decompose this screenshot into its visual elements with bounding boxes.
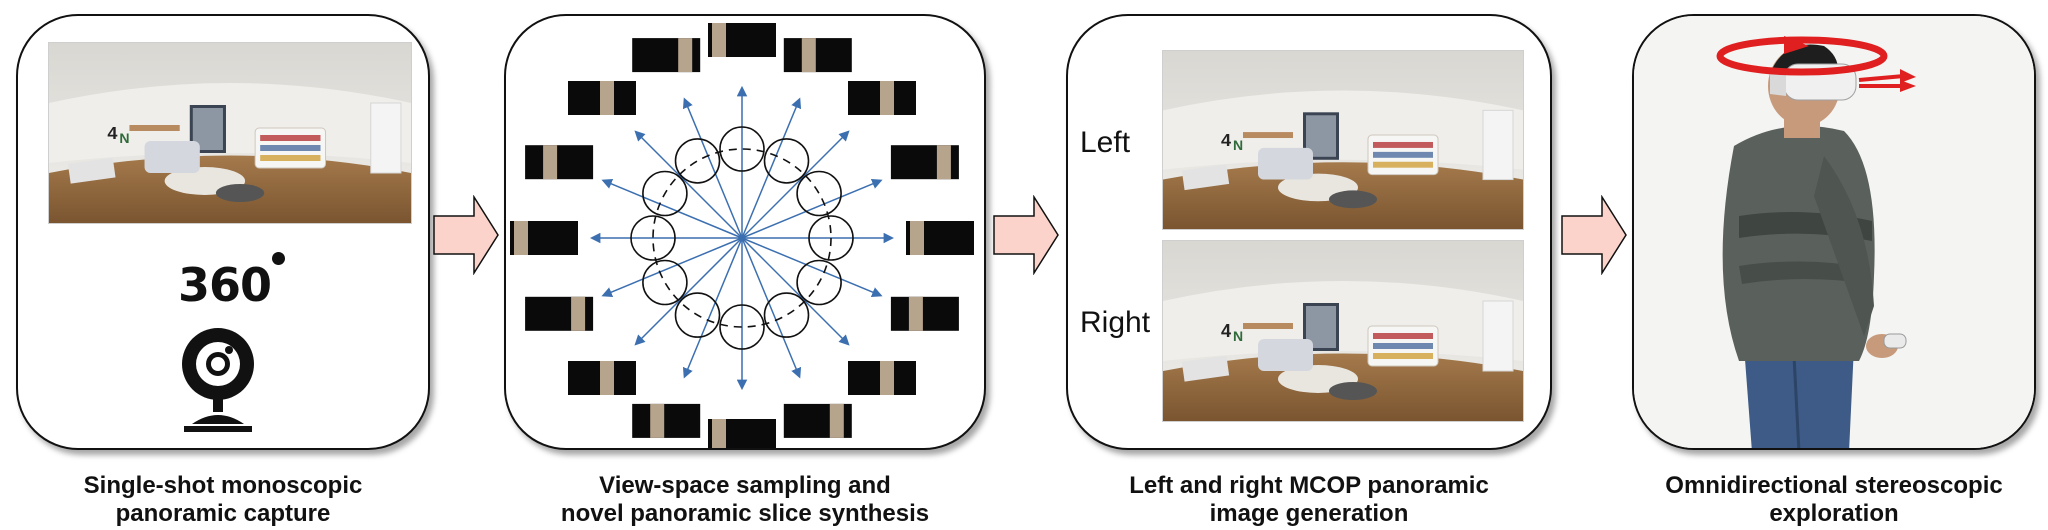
caption-step1: Single-shot monoscopic panoramic capture: [83, 472, 363, 527]
flow-arrow-1: [433, 195, 499, 275]
panoramic-slice-thumbnail: [848, 361, 916, 395]
sampling-ray: [601, 237, 743, 298]
panoramic-slice-thumbnail: [848, 81, 916, 115]
flow-arrow-3: [1561, 195, 1627, 275]
sample-viewpoint-circle: [719, 304, 765, 350]
caption-step2: View-space sampling and novel panoramic …: [560, 472, 930, 527]
view-space-sampling-diagram: [510, 23, 974, 448]
sample-viewpoint-circle: [796, 170, 842, 217]
panoramic-slice-thumbnail: [568, 361, 636, 395]
panoramic-slice-thumbnail: [890, 296, 959, 331]
panoramic-slice-thumbnail: [632, 38, 701, 73]
vr-headset-user-image: [1634, 16, 2034, 448]
panoramic-slice-thumbnail: [568, 81, 636, 115]
degree-mark: [272, 252, 285, 265]
sampling-ray: [682, 237, 743, 379]
left-label: Left: [1080, 126, 1131, 159]
panel-sampling: [504, 14, 986, 450]
camera-360-text: 360: [178, 258, 272, 312]
panoramic-slice-thumbnail: [708, 23, 776, 57]
panoramic-slice-thumbnail: [890, 145, 959, 180]
sample-viewpoint-circle: [808, 215, 854, 261]
camera-360-icon: [182, 328, 254, 432]
sampling-ray: [741, 97, 802, 239]
sample-viewpoint-circle: [642, 259, 688, 306]
sample-viewpoint-circle: [674, 292, 721, 338]
sample-viewpoint-circle: [763, 292, 810, 338]
sampling-ray: [634, 237, 743, 346]
panel-capture: 360: [16, 14, 430, 450]
right-label: Right: [1080, 306, 1151, 339]
sample-viewpoint-circle: [719, 126, 765, 172]
camera-360-label: 360: [178, 258, 272, 312]
caption-step3: Left and right MCOP panoramic image gene…: [1129, 472, 1489, 527]
sample-viewpoint-circle: [630, 215, 676, 261]
panel-stereo-generation: Left Right: [1066, 14, 1552, 450]
sampling-ray: [741, 130, 850, 239]
sampling-ray: [741, 237, 802, 379]
sample-viewpoint-circle: [763, 138, 810, 184]
panoramic-slice-thumbnail: [708, 419, 776, 448]
sampling-ray: [601, 178, 743, 239]
sampling-ray: [682, 97, 743, 239]
sampling-ray: [741, 237, 883, 298]
panoramic-slice-thumbnail: [525, 145, 594, 180]
monoscopic-panorama-image: [48, 42, 412, 224]
sampling-ray: [634, 130, 743, 239]
sample-viewpoint-circle: [796, 259, 842, 306]
left-mcop-panorama-image: [1162, 50, 1524, 230]
caption-step4: Omnidirectional stereoscopic exploration: [1665, 472, 2003, 527]
panoramic-slice-thumbnail: [632, 403, 701, 438]
panoramic-slice-thumbnail: [906, 221, 974, 255]
panel-exploration: [1632, 14, 2036, 450]
sampling-ray: [741, 237, 850, 346]
panoramic-slice-thumbnail: [783, 403, 852, 438]
panoramic-slice-thumbnail: [525, 296, 594, 331]
panoramic-slice-thumbnail: [510, 221, 578, 255]
panoramic-slice-thumbnail: [783, 38, 852, 73]
sample-viewpoint-circle: [642, 170, 688, 217]
right-mcop-panorama-image: [1162, 240, 1524, 422]
flow-arrow-2: [993, 195, 1059, 275]
sample-viewpoint-circle: [674, 138, 721, 184]
sampling-ray: [741, 178, 883, 239]
